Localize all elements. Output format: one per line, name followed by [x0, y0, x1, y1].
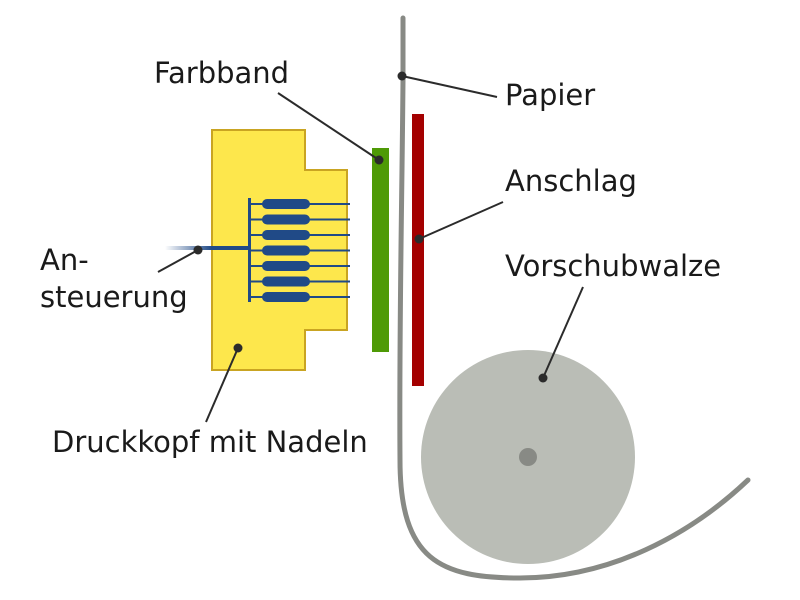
paper-leader	[401, 75, 498, 98]
stop-leader-dot	[414, 234, 424, 244]
roller-leader	[542, 286, 584, 379]
control-label-line2: steuerung	[40, 280, 188, 314]
needle-coil	[262, 199, 310, 209]
needle-coil	[262, 245, 310, 256]
needle-coil	[262, 276, 310, 287]
needle-assembly	[248, 198, 350, 302]
control-leader-dot	[193, 245, 203, 255]
stop-bar	[412, 114, 424, 386]
paper-leader-dot	[397, 71, 407, 81]
ribbon-leader	[277, 92, 380, 161]
feed-roller-axle	[519, 448, 537, 466]
needle-coil	[262, 230, 310, 240]
control-leader	[157, 249, 199, 273]
needle-coil	[262, 214, 310, 225]
roller-leader-dot	[538, 373, 548, 383]
control-wire	[165, 246, 250, 250]
stop-leader	[418, 201, 504, 240]
paper	[397, 15, 751, 581]
needle-coil	[262, 292, 310, 302]
control-label-line1: An-	[40, 243, 89, 277]
ribbon-label: Farbband	[154, 56, 289, 90]
ink-ribbon	[372, 148, 389, 352]
print-head-leader	[205, 347, 239, 423]
ribbon-leader-dot	[374, 155, 384, 165]
stop-label: Anschlag	[505, 164, 637, 198]
needle-spine	[248, 198, 251, 302]
paper-label: Papier	[505, 78, 595, 112]
feed-roller-label: Vorschubwalze	[505, 249, 721, 283]
print-head-label: Druckkopf mit Nadeln	[52, 425, 368, 459]
print-head-leader-dot	[233, 343, 243, 353]
needle-coil	[262, 261, 310, 271]
